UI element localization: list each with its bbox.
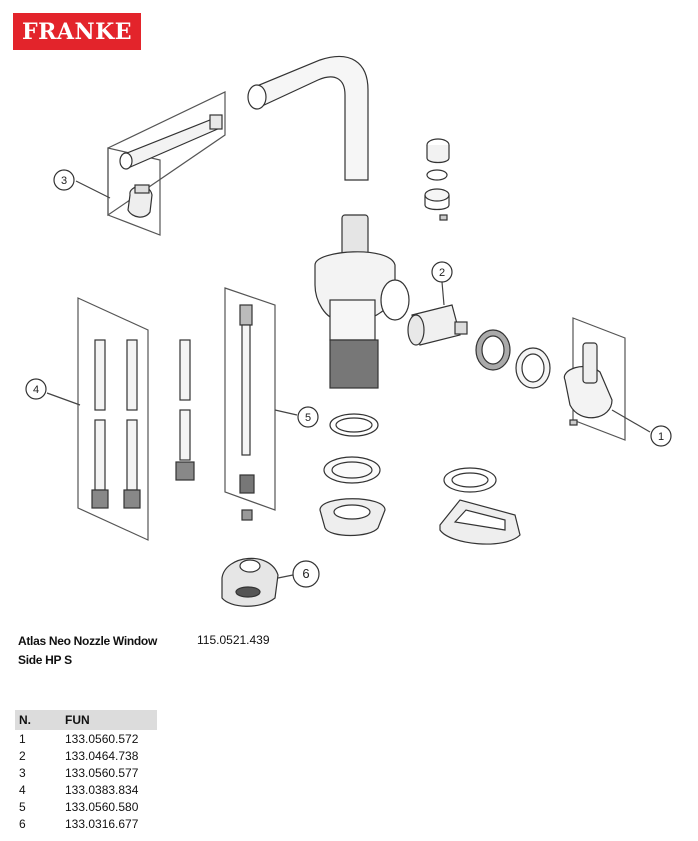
callout-1-label: 1: [658, 431, 664, 443]
part-number: 1: [19, 731, 26, 746]
part-code: 133.0560.572: [65, 731, 139, 746]
exploded-view-diagram: 3 2 4 5 1 6: [25, 55, 672, 607]
hose-group-5: [224, 287, 276, 521]
part-code: 133.0560.580: [65, 799, 139, 814]
aerator: [221, 557, 279, 607]
table-row: 3 133.0560.577: [15, 764, 157, 781]
callout-1: 1: [611, 409, 672, 447]
mixer-body: [314, 214, 410, 389]
table-row: 4 133.0383.834: [15, 781, 157, 798]
cartridge: [407, 304, 468, 346]
parts-table: N. FUN 1 133.0560.572 2 133.0464.738 3 1…: [15, 710, 157, 832]
spout-nozzle-group: [107, 91, 226, 236]
product-name: Atlas Neo Nozzle Window Side HP S: [18, 632, 188, 670]
part-number: 2: [19, 748, 26, 763]
callout-6: 6: [277, 560, 320, 588]
part-code: 133.0464.738: [65, 748, 139, 763]
product-code: 115.0521.439: [197, 633, 270, 647]
column-header-number: N.: [15, 710, 61, 730]
callout-5: 5: [274, 406, 319, 428]
ring-stack: [424, 138, 450, 221]
callout-6-label: 6: [302, 566, 309, 581]
gaskets-base: [319, 413, 521, 545]
part-number: 3: [19, 765, 26, 780]
logo-text: FRANKE: [22, 18, 132, 45]
part-number: 6: [19, 816, 26, 831]
upper-spout: [247, 55, 369, 181]
part-code: 133.0560.577: [65, 765, 139, 780]
callout-4-label: 4: [33, 384, 39, 396]
parts-table-header: N. FUN: [15, 710, 157, 730]
callout-3: 3: [53, 169, 111, 199]
callout-2-label: 2: [439, 267, 445, 279]
callout-2: 2: [431, 261, 453, 306]
franke-logo: FRANKE: [13, 13, 141, 50]
callout-4: 4: [25, 378, 81, 406]
callout-3-label: 3: [61, 175, 67, 187]
product-name-line1: Atlas Neo Nozzle Window: [18, 634, 157, 648]
handle-group: [563, 317, 626, 441]
callout-5-label: 5: [305, 412, 311, 424]
part-number: 5: [19, 799, 26, 814]
part-code: 133.0316.677: [65, 816, 139, 831]
hoses-group-4: [77, 297, 195, 541]
part-number: 4: [19, 782, 26, 797]
column-header-fun: FUN: [61, 710, 157, 730]
part-code: 133.0383.834: [65, 782, 139, 797]
table-row: 6 133.0316.677: [15, 815, 157, 832]
table-row: 2 133.0464.738: [15, 747, 157, 764]
product-name-line2: Side HP S: [18, 653, 72, 667]
table-row: 1 133.0560.572: [15, 730, 157, 747]
nut-rings: [475, 329, 551, 389]
table-row: 5 133.0560.580: [15, 798, 157, 815]
